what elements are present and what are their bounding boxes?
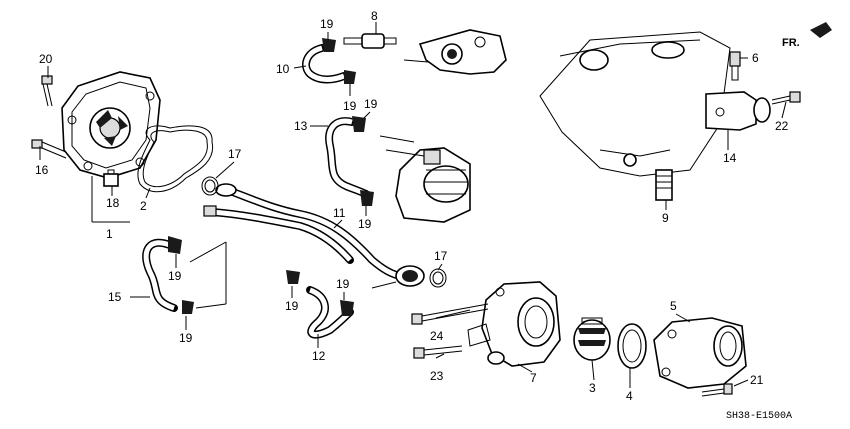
part-number-label: 15 [108, 290, 122, 304]
intake-manifold-part [403, 29, 507, 75]
part-number-label: 19 [179, 331, 193, 345]
part-number-label: 17 [228, 147, 242, 161]
hose-clamp[interactable] [168, 236, 194, 314]
hose-12[interactable] [306, 286, 354, 339]
thermostat-gasket[interactable] [617, 323, 647, 369]
o-ring-17-lower[interactable] [429, 268, 447, 288]
part-number-label: 1 [106, 227, 113, 241]
part-number-label: 4 [626, 389, 633, 403]
part-number-label: 19 [285, 299, 299, 313]
hose-clamp[interactable] [352, 116, 374, 206]
part-number-label: 23 [430, 369, 444, 383]
cylinder-head [539, 31, 731, 177]
oil-cooler [379, 135, 471, 223]
o-ring-17-upper[interactable] [201, 176, 219, 196]
thermostat[interactable] [573, 317, 611, 361]
thermo-sensor-13[interactable] [729, 51, 741, 81]
part-number-label: 20 [39, 52, 53, 66]
drain-bolt[interactable] [103, 169, 119, 187]
part-number-label: 11 [333, 206, 346, 220]
part-number-label: 19 [320, 17, 334, 31]
hose-14[interactable] [325, 117, 370, 198]
part-number-label: 16 [35, 163, 49, 177]
pump-bolt-20[interactable] [41, 75, 53, 107]
pump-bolt-16[interactable] [31, 139, 67, 159]
bypass-valve-8[interactable] [343, 33, 397, 49]
bolt-23[interactable] [413, 345, 463, 359]
hose-10[interactable] [302, 44, 348, 84]
part-number-label: 10 [276, 62, 290, 76]
water-pipe[interactable] [203, 183, 425, 289]
bolt-22[interactable] [771, 91, 801, 105]
leader-lines [39, 22, 787, 388]
part-number-label: 24 [430, 329, 444, 343]
part-number-label: 12 [312, 349, 326, 363]
part-number-label: 21 [750, 373, 764, 387]
front-direction-label: FR. [782, 37, 800, 49]
part-number-label: 13 [294, 119, 308, 133]
thermostat-housing[interactable] [467, 281, 561, 367]
stud-bolt-9[interactable] [623, 153, 673, 201]
part-number-label: 19 [364, 97, 378, 111]
front-arrow-icon [810, 22, 832, 38]
diagram-code: SH38-E1500A [726, 411, 792, 422]
part-number-label: 19 [168, 269, 182, 283]
part-number-label: 19 [358, 217, 372, 231]
water-pump[interactable] [61, 71, 161, 179]
hose-clamp[interactable] [286, 270, 354, 316]
part-number-label: 8 [371, 9, 378, 23]
water-pump-gasket[interactable] [137, 125, 214, 193]
bolt-21[interactable] [701, 383, 733, 397]
part-number-label: 6 [752, 51, 759, 65]
part-number-label: 19 [336, 277, 350, 291]
part-number-label: 5 [670, 299, 677, 313]
part-number-label: 18 [106, 196, 120, 210]
hose-clamp[interactable] [322, 38, 356, 84]
part-number-label: 3 [589, 381, 596, 395]
part-number-label: 14 [723, 151, 737, 165]
part-number-label: 7 [530, 371, 537, 385]
part-number-label: 2 [140, 199, 147, 213]
part-number-label: 17 [434, 249, 448, 263]
water-outlet-6[interactable] [705, 91, 771, 131]
part-number-label: 19 [343, 99, 357, 113]
part-labels: 20 16 18 2 1 17 11 17 15 19 19 19 19 12 … [35, 9, 789, 403]
thermostat-cover[interactable] [653, 317, 747, 389]
bolt-24[interactable] [411, 303, 489, 325]
part-number-label: 9 [662, 211, 669, 225]
part-number-label: 22 [775, 119, 789, 133]
bypass-hose-15[interactable] [142, 238, 178, 312]
